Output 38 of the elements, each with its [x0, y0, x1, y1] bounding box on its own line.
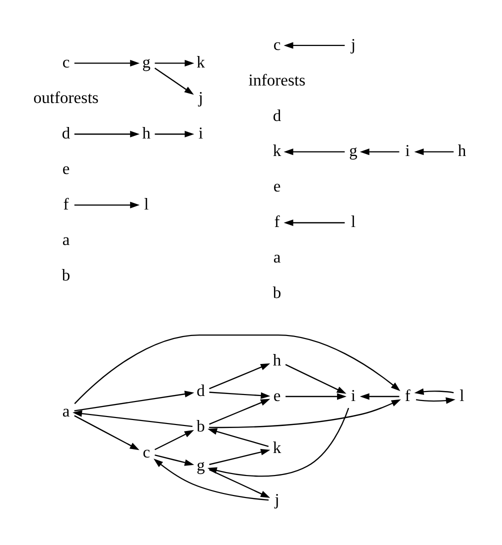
node-text: b [272, 282, 282, 302]
node-text: j [198, 88, 204, 107]
node-text: e [62, 158, 70, 178]
node-text: l [350, 212, 356, 231]
node-text: a [62, 400, 70, 420]
node-text: f [63, 194, 69, 213]
node-text: c [273, 34, 281, 54]
node-text: h [272, 350, 282, 369]
node-text: f [274, 212, 280, 231]
node-text: j [274, 489, 280, 508]
node-text: c [62, 52, 70, 72]
node-text: e [273, 385, 281, 404]
node-text: k [272, 437, 282, 456]
label: inforests [248, 70, 306, 89]
label: outforests [33, 88, 99, 107]
node-text: l [144, 194, 149, 213]
node-text: d [196, 380, 205, 400]
node-text: k [196, 52, 205, 72]
node-text: h [142, 122, 151, 142]
node-text: b [196, 416, 205, 436]
node-text: i [198, 122, 204, 142]
node-text: g [142, 52, 151, 72]
node-text: a [273, 247, 281, 266]
node-text: l [460, 385, 464, 404]
node-text: g [196, 455, 205, 474]
node-text: f [404, 385, 410, 404]
node-text: i [405, 140, 410, 160]
node-text: a [62, 229, 70, 248]
node-text: h [458, 140, 466, 160]
node-text: d [272, 105, 282, 124]
node-text: c [142, 442, 150, 462]
node-text: g [349, 140, 358, 160]
node-text: e [273, 176, 281, 196]
node-text: k [272, 140, 282, 160]
node-text: b [62, 264, 70, 284]
node-text: d [62, 122, 70, 142]
node-text: j [350, 34, 356, 54]
node-text: i [350, 385, 356, 404]
